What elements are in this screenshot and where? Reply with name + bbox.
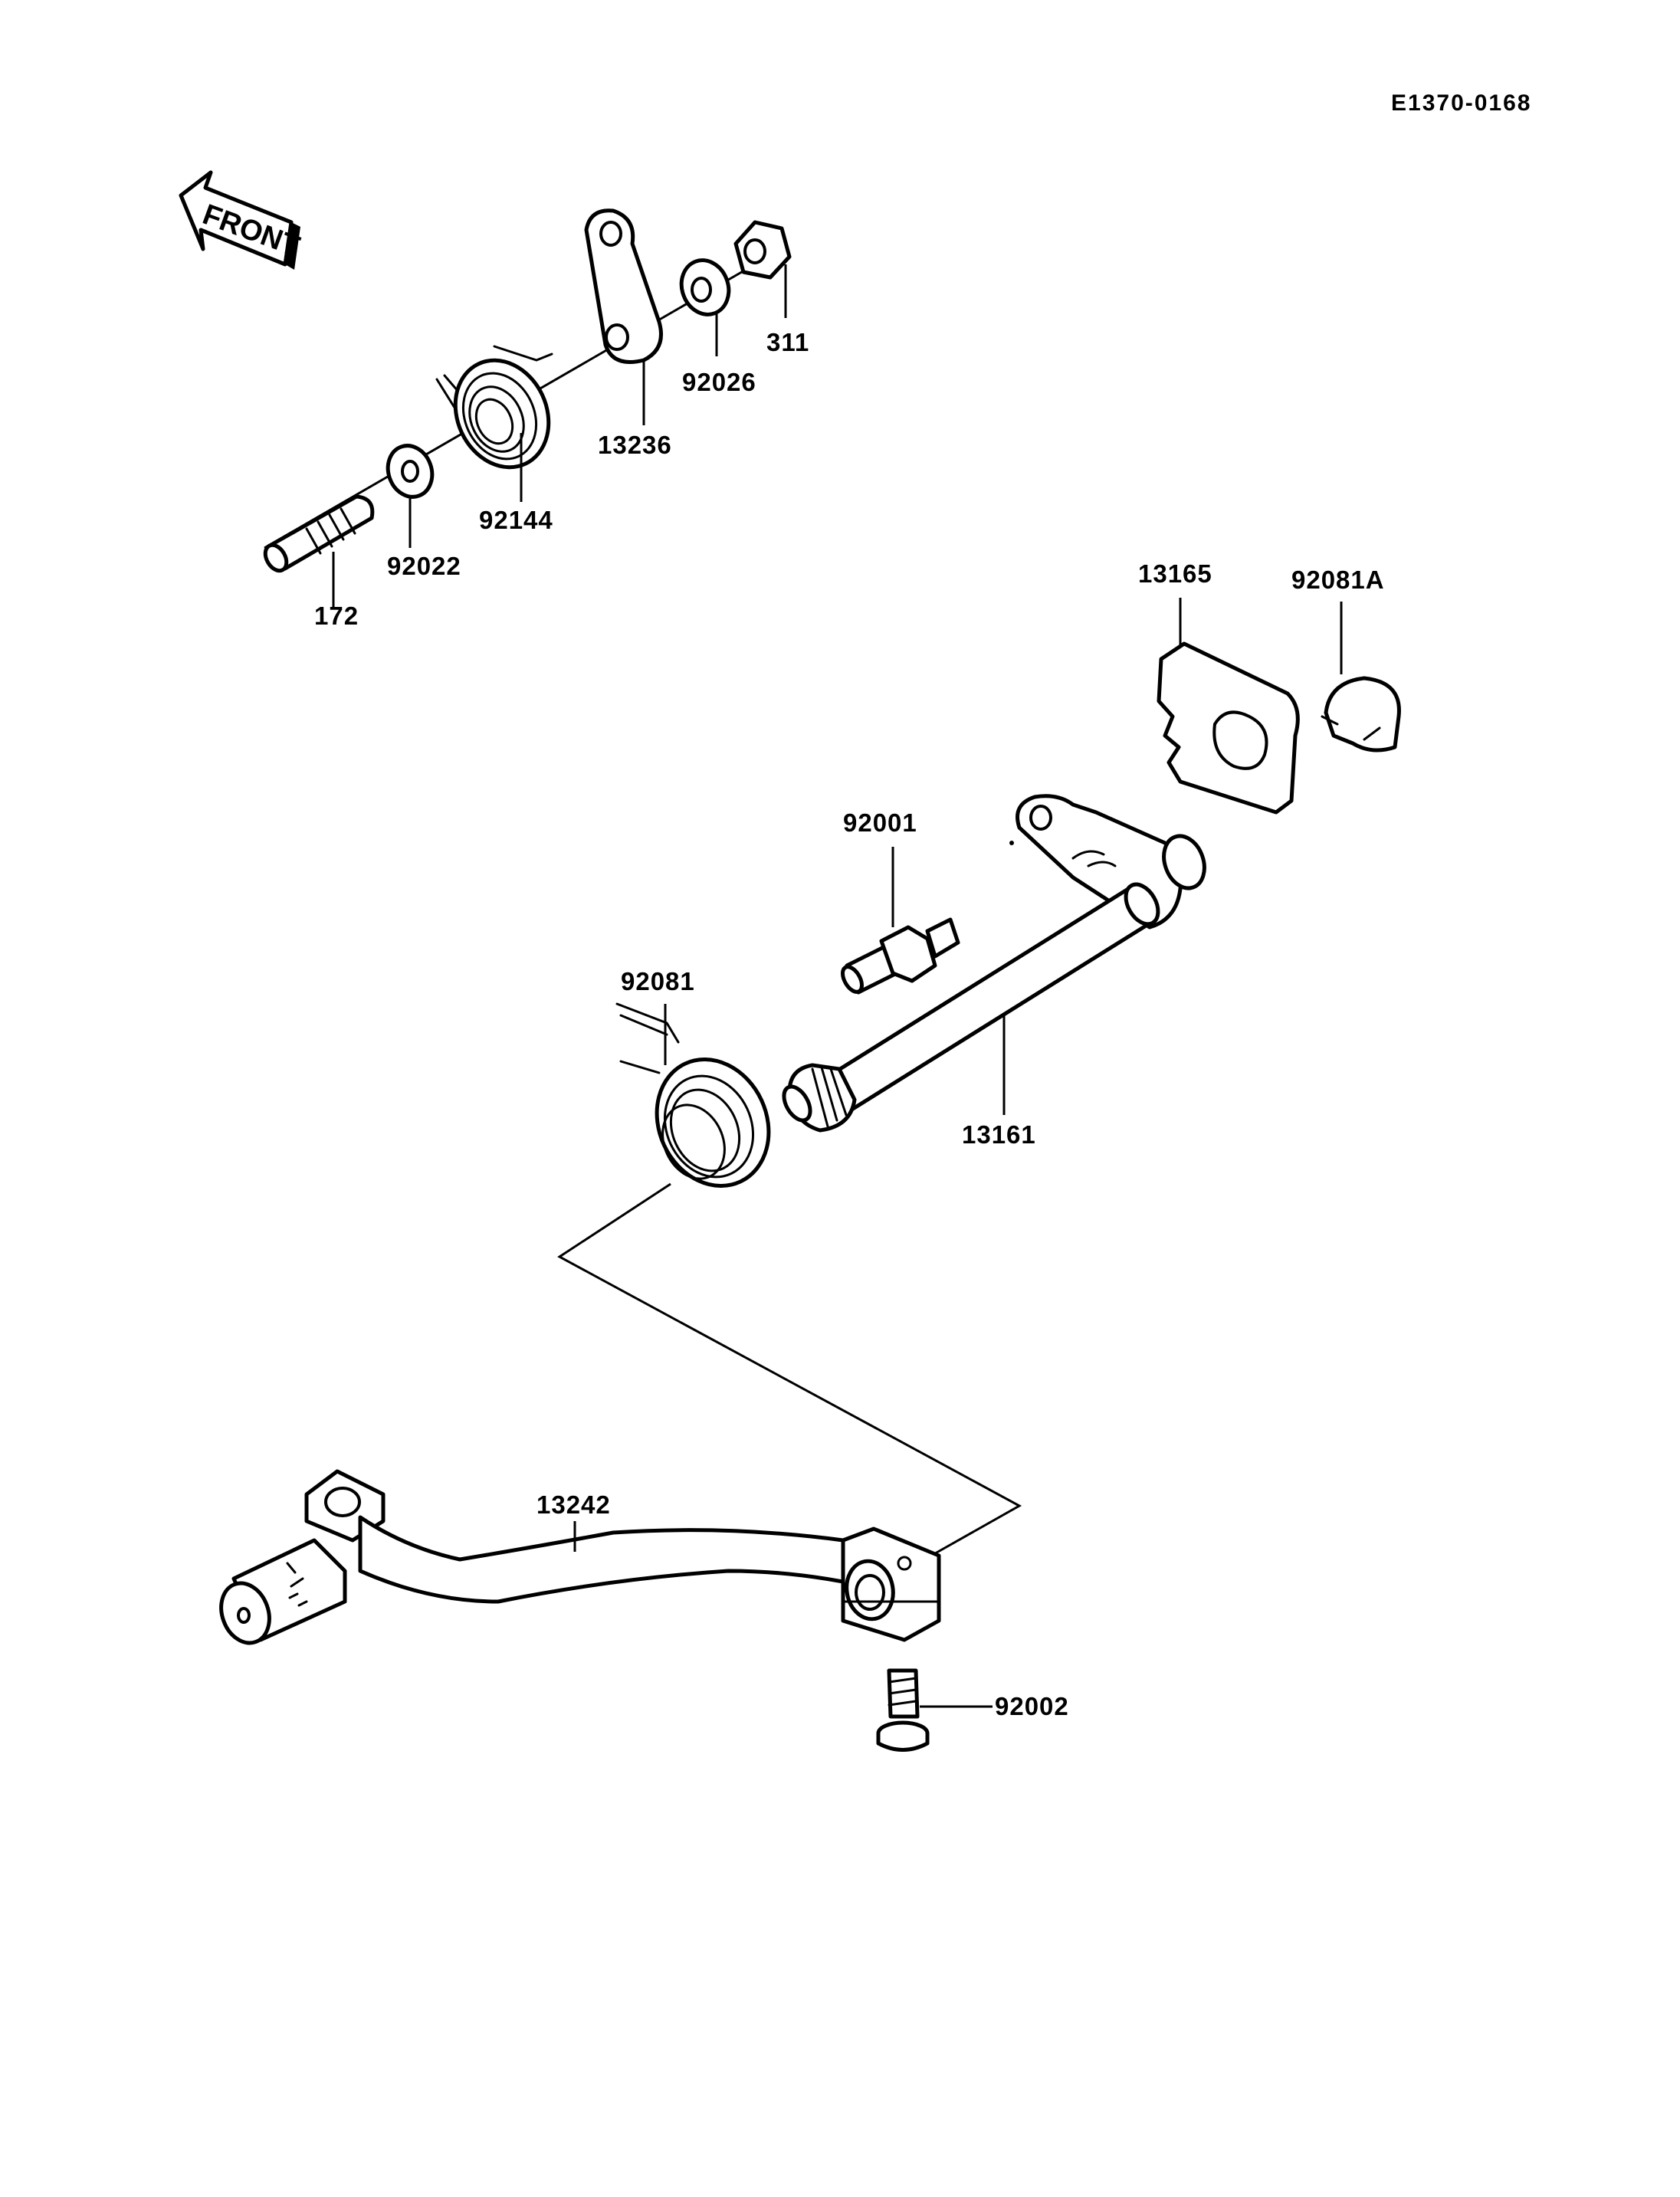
stud-172 xyxy=(263,494,375,573)
front-arrow-icon: FRONT xyxy=(179,170,304,270)
spring-92144 xyxy=(435,345,553,470)
label-13165: 13165 xyxy=(1138,559,1212,588)
nut-311 xyxy=(733,220,792,280)
washer-92022 xyxy=(386,444,435,499)
label-92022: 92022 xyxy=(387,552,461,580)
label-311: 311 xyxy=(766,328,809,356)
label-92081: 92081 xyxy=(621,967,695,995)
label-92001: 92001 xyxy=(843,808,917,837)
label-92002: 92002 xyxy=(995,1692,1069,1720)
label-172: 172 xyxy=(314,602,359,630)
diagram-ref-code: E1370-0168 xyxy=(1391,90,1531,116)
label-13242: 13242 xyxy=(536,1490,611,1519)
spring-92081 xyxy=(615,1002,771,1189)
shift-pedal-13242 xyxy=(219,1469,941,1645)
collar-92026 xyxy=(679,258,731,316)
bolt-92001 xyxy=(841,917,960,995)
bolt-92002 xyxy=(876,1668,930,1752)
label-13161: 13161 xyxy=(962,1120,1036,1149)
label-13236: 13236 xyxy=(598,431,672,459)
label-92026: 92026 xyxy=(682,368,756,396)
plate-13165 xyxy=(1157,641,1300,815)
shaft-13161 xyxy=(782,794,1206,1133)
clip-92081A xyxy=(1321,676,1401,753)
label-92081A: 92081A xyxy=(1291,566,1385,594)
label-92144: 92144 xyxy=(479,506,553,534)
lever-13236 xyxy=(584,208,663,364)
assembly-connector-line xyxy=(557,1182,1022,1557)
